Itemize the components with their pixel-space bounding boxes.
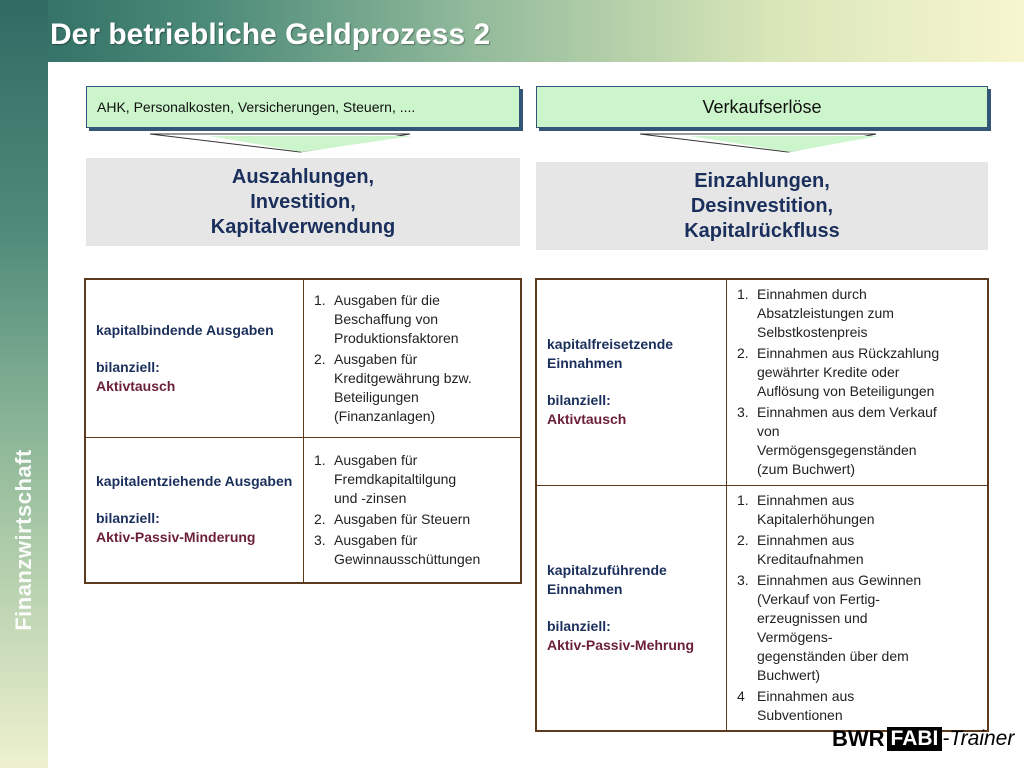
right-down-arrow	[640, 133, 878, 153]
item-text: Einnahmen durch Absatzleistungen zum Sel…	[757, 286, 894, 341]
side-label: Finanzwirtschaft	[11, 449, 36, 631]
list-item: 4 Einnahmen aus Subventionen	[737, 687, 981, 725]
left-heading-line: Kapitalverwendung	[210, 215, 396, 238]
row-label-cell: kapitalbindende Ausgaben bilanziell: Akt…	[84, 278, 304, 438]
left-input-box: AHK, Personalkosten, Versicherungen, Ste…	[86, 86, 520, 128]
left-heading-line: Auszahlungen,	[231, 165, 375, 188]
item-text: Einnahmen aus Subventionen	[757, 687, 855, 723]
item-text: Einnahmen aus Rückzahlung gewährter Kred…	[757, 345, 940, 400]
item-number: 1.	[737, 286, 749, 303]
item-number: 1.	[314, 451, 326, 468]
bilanz-label: bilanziell:	[96, 510, 160, 527]
row-label-cell: kapitalfreisetzende Einnahmen bilanziell…	[535, 278, 727, 486]
logo-trainer: -Trainer	[942, 727, 1015, 750]
item-number: 2.	[737, 345, 749, 362]
item-text: Einnahmen aus Kapitalerhöhungen	[757, 491, 875, 527]
row-label: kapitalbindende Ausgaben	[96, 321, 274, 338]
list-item: 3. Ausgaben für Gewinnausschüttungen	[314, 531, 514, 569]
table-row: kapitalentziehende Ausgaben bilanziell: …	[84, 436, 522, 584]
item-text: Ausgaben für Fremdkapitaltilgung und -zi…	[334, 451, 457, 506]
right-table: kapitalfreisetzende Einnahmen bilanziell…	[535, 278, 989, 732]
item-number: 2.	[737, 531, 749, 548]
right-input-box: Verkaufserlöse	[536, 86, 988, 128]
list-item: 3. Einnahmen aus dem Verkauf von Vermögen…	[737, 403, 981, 479]
row-items-cell: 1. Ausgaben für die Beschaffung von Produ…	[303, 278, 522, 438]
list-item: 1. Einnahmen aus Kapitalerhöhungen	[737, 491, 981, 529]
table-row: kapitalzuführende Einnahmen bilanziell: …	[535, 484, 989, 732]
list-item: 2. Ausgaben für Kreditgewährung bzw. Bete…	[314, 350, 514, 426]
row-items-cell: 1. Ausgaben für Fremdkapitaltilgung und -…	[303, 436, 522, 584]
row-items-cell: 1. Einnahmen aus Kapitalerhöhungen 2. Einn…	[726, 484, 989, 732]
row-label: kapitalfreisetzende Einnahmen	[547, 336, 674, 372]
logo-fabi: FABI	[886, 727, 943, 751]
list-item: 1. Ausgaben für die Beschaffung von Produ…	[314, 291, 514, 348]
brand-logo: BWR FABI -Trainer	[832, 726, 1014, 752]
left-heading: Auszahlungen, Investition, Kapitalverwen…	[86, 158, 520, 246]
row-label: kapitalentziehende Ausgaben	[96, 473, 293, 490]
bilanz-label: bilanziell:	[547, 392, 611, 409]
item-number: 3.	[737, 571, 749, 588]
bilanz-value: Aktiv-Passiv-Mehrung	[547, 636, 695, 653]
list-item: 1. Einnahmen durch Absatzleistungen zum S…	[737, 285, 981, 342]
list-item: 2. Einnahmen aus Rückzahlung gewährter Kr…	[737, 344, 981, 401]
item-text: Ausgaben für Kreditgewährung bzw. Beteil…	[334, 350, 472, 424]
item-number: 2.	[314, 510, 326, 527]
item-text: Ausgaben für Gewinnausschüttungen	[334, 531, 481, 567]
item-text: Einnahmen aus Gewinnen (Verkauf von Fert…	[757, 571, 922, 683]
row-label: kapitalzuführende Einnahmen	[547, 561, 667, 597]
item-number: 3.	[737, 404, 749, 421]
item-text: Einnahmen aus dem Verkauf von Vermögensg…	[757, 404, 937, 478]
list-item: 1. Ausgaben für Fremdkapitaltilgung und -…	[314, 451, 514, 508]
logo-bwr: BWR	[832, 726, 885, 751]
item-number: 3.	[314, 531, 326, 548]
table-row: kapitalbindende Ausgaben bilanziell: Akt…	[84, 278, 522, 438]
row-label-cell: kapitalentziehende Ausgaben bilanziell: …	[84, 436, 304, 584]
left-heading-line: Investition,	[250, 190, 356, 213]
bilanz-label: bilanziell:	[547, 617, 611, 634]
item-text: Ausgaben für Steuern	[334, 510, 471, 527]
row-label-cell: kapitalzuführende Einnahmen bilanziell: …	[535, 484, 727, 732]
item-number: 1.	[737, 491, 749, 508]
bilanz-value: Aktiv-Passiv-Minderung	[96, 529, 256, 546]
item-text: Ausgaben für die Beschaffung von Produkt…	[334, 291, 459, 346]
left-input-text: AHK, Personalkosten, Versicherungen, Ste…	[97, 99, 416, 115]
left-table: kapitalbindende Ausgaben bilanziell: Akt…	[84, 278, 522, 584]
item-text: Einnahmen aus Kreditaufnahmen	[757, 531, 864, 567]
bilanz-label: bilanziell:	[96, 358, 160, 375]
item-number: 1.	[314, 291, 326, 308]
item-number: 2.	[314, 350, 326, 367]
right-input-text: Verkaufserlöse	[702, 96, 822, 117]
page-title: Der betriebliche Geldprozess 2	[50, 18, 491, 51]
row-items-cell: 1. Einnahmen durch Absatzleistungen zum S…	[726, 278, 989, 486]
right-heading-line: Desinvestition,	[690, 194, 834, 217]
list-item: 3. Einnahmen aus Gewinnen (Verkauf von Fe…	[737, 571, 981, 685]
table-row: kapitalfreisetzende Einnahmen bilanziell…	[535, 278, 989, 486]
list-item: 2. Einnahmen aus Kreditaufnahmen	[737, 531, 981, 569]
right-heading-line: Kapitalrückfluss	[684, 219, 840, 242]
side-band	[0, 0, 48, 768]
header-band	[0, 0, 1024, 62]
left-down-arrow	[150, 133, 412, 153]
right-heading: Einzahlungen, Desinvestition, Kapitalrüc…	[536, 162, 988, 250]
list-item: 2. Ausgaben für Steuern	[314, 510, 514, 529]
bilanz-value: Aktivtausch	[547, 411, 627, 428]
right-heading-line: Einzahlungen,	[694, 169, 830, 192]
item-number: 4	[737, 687, 745, 704]
bilanz-value: Aktivtausch	[96, 377, 176, 394]
